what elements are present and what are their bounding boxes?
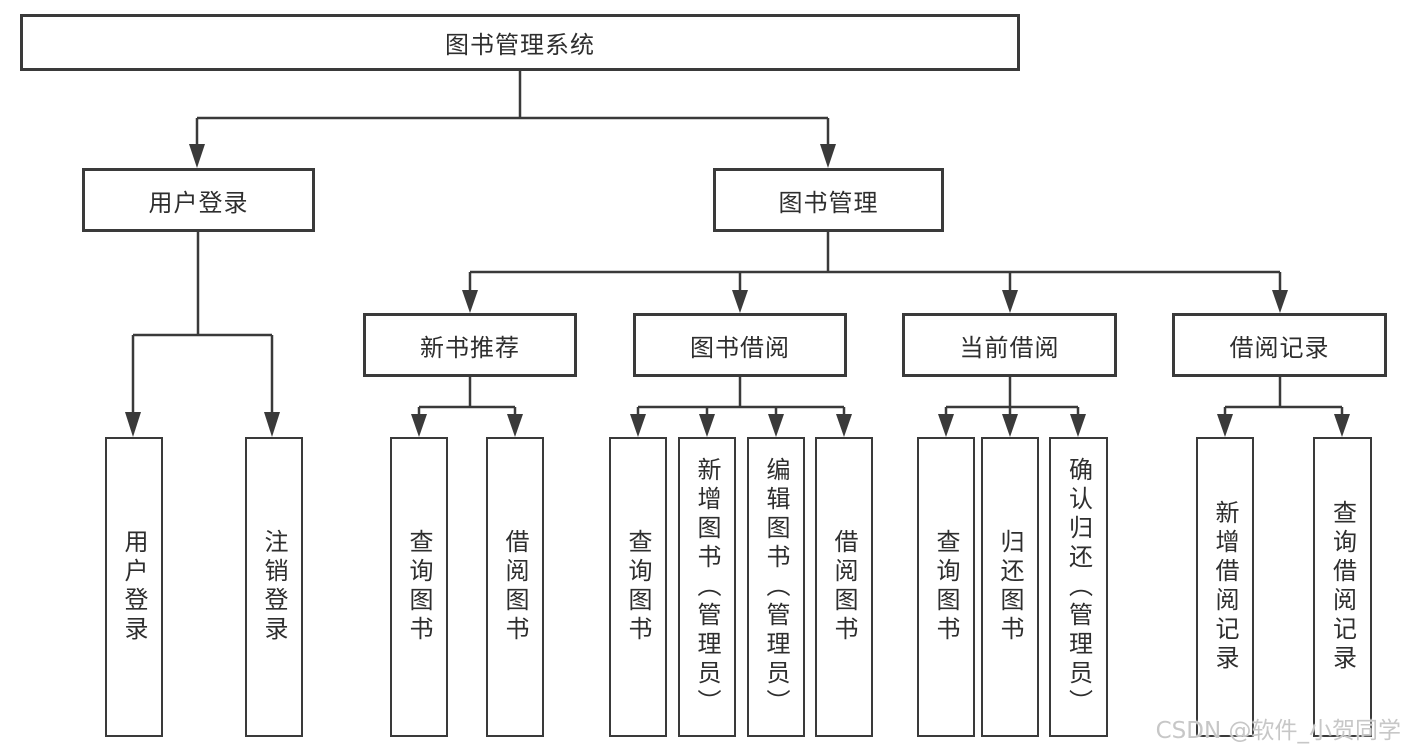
node-root-label: 图书管理系统: [445, 31, 595, 59]
leaf-add-borrow-record-label: 新增借阅记录: [1211, 500, 1239, 674]
node-user-login-label: 用户登录: [148, 188, 249, 217]
connector-current-borrow-to-leaves: [938, 377, 1086, 437]
leaf-logout: 注销登录: [245, 437, 303, 737]
node-current-borrow-label: 当前借阅: [959, 333, 1060, 362]
connector-borrow-record-to-leaves: [1217, 377, 1350, 437]
node-borrow-record-label: 借阅记录: [1229, 333, 1330, 362]
leaf-query-borrow-record-label: 查询借阅记录: [1328, 500, 1357, 674]
leaf-edit-book-admin-label: 编辑图书（管理员）: [762, 456, 790, 718]
leaf-borrow-query-book-label: 查询图书: [624, 529, 652, 645]
node-root: 图书管理系统: [20, 14, 1020, 71]
leaf-current-query-book: 查询图书: [917, 437, 975, 737]
leaf-rec-query-book: 查询图书: [390, 437, 448, 737]
leaf-user-login-label: 用户登录: [120, 529, 148, 645]
leaf-add-book-admin-label: 新增图书（管理员）: [693, 456, 721, 718]
leaf-confirm-return-admin-label: 确认归还（管理员）: [1064, 456, 1093, 718]
connector-root-to-level2: [189, 71, 836, 168]
leaf-borrow-query-book: 查询图书: [609, 437, 667, 737]
leaf-borrow-book: 借阅图书: [815, 437, 873, 737]
leaf-rec-borrow-book-label: 借阅图书: [501, 529, 529, 645]
leaf-query-borrow-record: 查询借阅记录: [1313, 437, 1372, 737]
node-book-mgmt: 图书管理: [713, 168, 944, 232]
node-book-mgmt-label: 图书管理: [778, 188, 879, 217]
node-book-borrow: 图书借阅: [633, 313, 847, 377]
connector-book-mgmt-to-level3: [462, 232, 1288, 313]
leaf-edit-book-admin: 编辑图书（管理员）: [747, 437, 805, 737]
leaf-add-book-admin: 新增图书（管理员）: [678, 437, 736, 737]
csdn-watermark: CSDN @软件_小贺同学: [1155, 718, 1401, 744]
leaf-return-book: 归还图书: [981, 437, 1039, 737]
connector-user-login-to-leaves: [125, 232, 280, 437]
leaf-rec-query-book-label: 查询图书: [405, 529, 433, 645]
leaf-logout-label: 注销登录: [260, 529, 288, 645]
node-borrow-record: 借阅记录: [1172, 313, 1387, 377]
node-new-book-rec: 新书推荐: [363, 313, 577, 377]
leaf-add-borrow-record: 新增借阅记录: [1196, 437, 1254, 737]
connector-new-book-to-leaves: [411, 377, 523, 437]
node-current-borrow: 当前借阅: [902, 313, 1117, 377]
node-book-borrow-label: 图书借阅: [690, 333, 790, 362]
leaf-borrow-book-label: 借阅图书: [830, 529, 858, 645]
leaf-user-login: 用户登录: [105, 437, 163, 737]
node-new-book-rec-label: 新书推荐: [420, 333, 520, 362]
leaf-return-book-label: 归还图书: [996, 529, 1024, 645]
connector-book-borrow-to-leaves: [630, 377, 852, 437]
leaf-rec-borrow-book: 借阅图书: [486, 437, 544, 737]
node-user-login: 用户登录: [82, 168, 315, 232]
leaf-current-query-book-label: 查询图书: [932, 529, 960, 645]
leaf-confirm-return-admin: 确认归还（管理员）: [1049, 437, 1108, 737]
